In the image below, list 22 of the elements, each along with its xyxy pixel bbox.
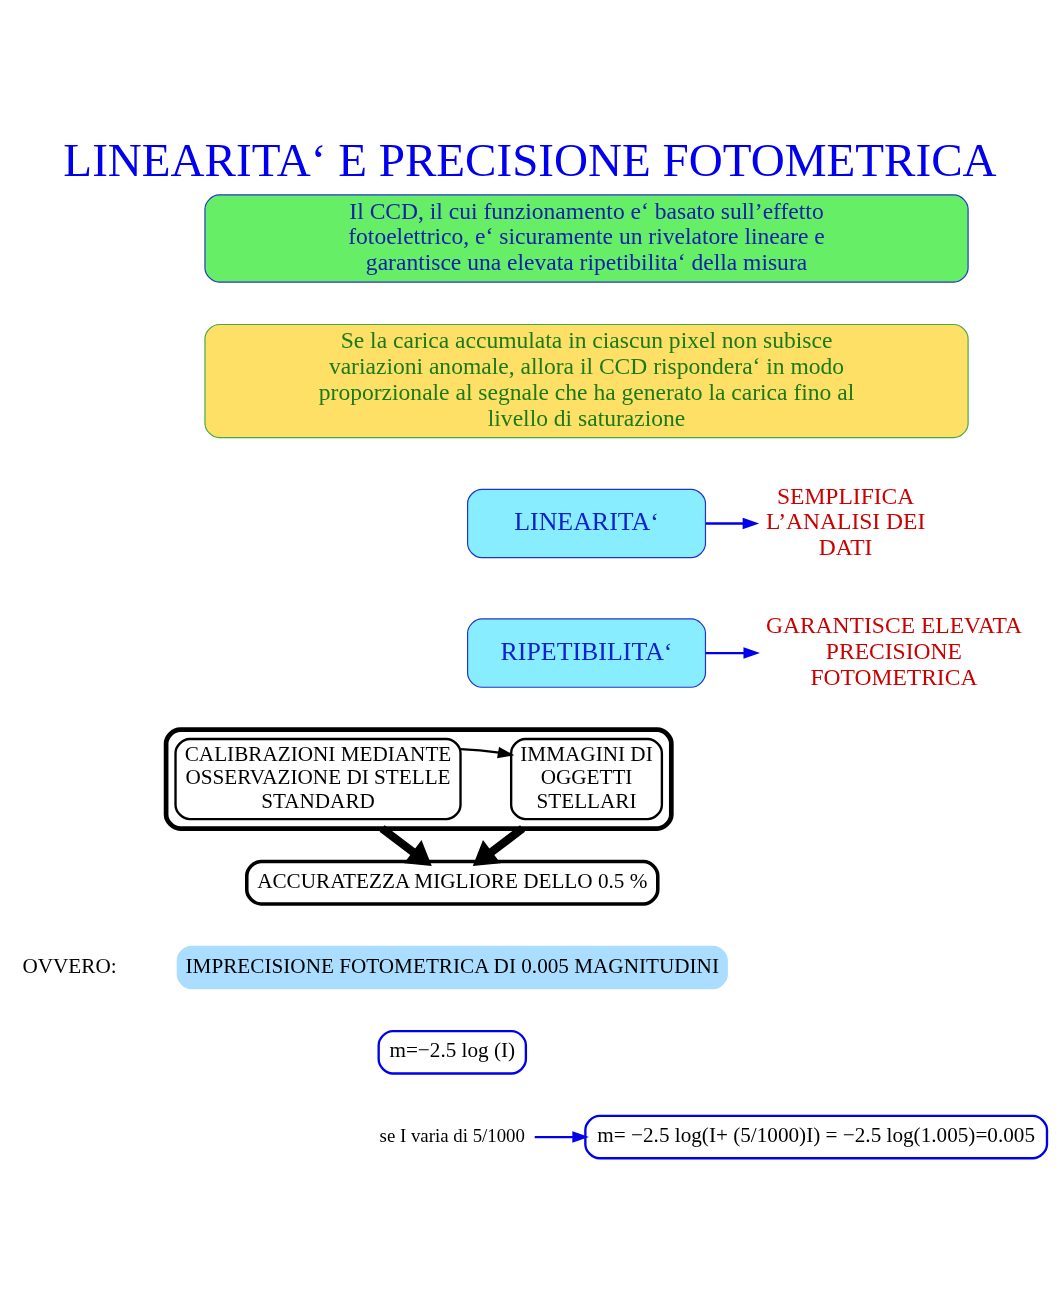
node-box: CALIBRAZIONI MEDIANTE OSSERVAZIONE DI STELLE STANDARD bbox=[174, 737, 462, 821]
arrow bbox=[705, 517, 760, 530]
node-box: IMPRECISIONE FOTOMETRICA DI 0.005 MAGNITUDINI bbox=[176, 945, 728, 990]
node-box: m=−2.5 log (I) bbox=[377, 1029, 528, 1075]
node-text: SEMPLIFICA L’ANALISI DEI DATI bbox=[765, 482, 926, 561]
arrow bbox=[460, 746, 515, 759]
arrow bbox=[472, 825, 525, 867]
node-text: se I varia di 5/1000 bbox=[379, 1124, 525, 1146]
node-box: m= −2.5 log(I+ (5/1000)I) = −2.5 log(1.005)=0.005 bbox=[584, 1114, 1049, 1160]
node-box: IMMAGINI DI OGGETTI STELLARI bbox=[510, 737, 664, 821]
node-box: RIPETIBILITA‘ bbox=[467, 618, 707, 688]
arrow bbox=[705, 647, 760, 659]
node-box: ACCURATEZZA MIGLIORE DELLO 0.5 % bbox=[245, 859, 660, 906]
diagram-title: LINEARITA‘ E PRECISIONE FOTOMETRICA bbox=[63, 134, 997, 187]
node-text: GARANTISCE ELEVATA PRECISIONE FOTOMETRICA bbox=[765, 612, 1022, 690]
arrow bbox=[379, 825, 432, 867]
node-box: Il CCD, il cui funzionamento e‘ basato sull’effetto fotoelettrico, e‘ sicuramente un rivelatore lineare e garantisce una elevata ripetibilita‘ della misura bbox=[204, 194, 969, 283]
node-box: Se la carica accumulata in ciascun pixel non subisce variazioni anomale, allora il CCD rispondera‘ in modo proporzionale al segnale che ha generato la carica fino al livello di saturazione bbox=[204, 323, 969, 439]
label: OVVERO: bbox=[22, 953, 117, 978]
arrow bbox=[534, 1131, 589, 1143]
cluster bbox=[163, 727, 674, 831]
node-box: LINEARITA‘ bbox=[467, 488, 707, 559]
